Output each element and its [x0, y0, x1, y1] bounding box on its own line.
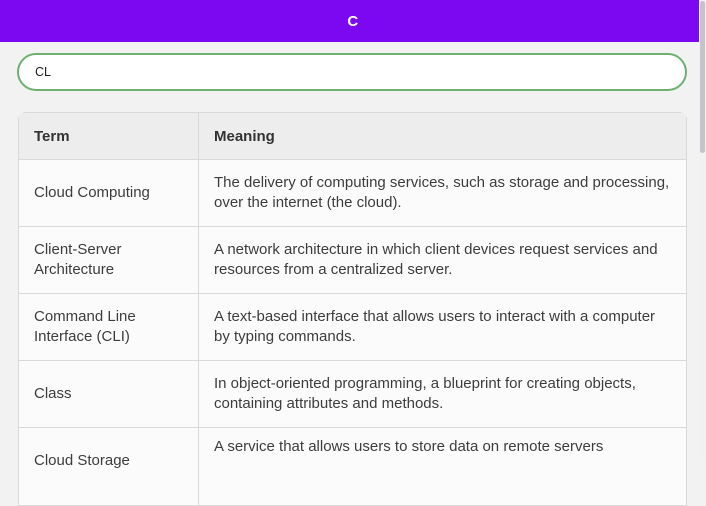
- search-bar: [17, 53, 687, 91]
- scrollbar[interactable]: [699, 0, 706, 460]
- term-cell: Cloud Storage: [18, 427, 199, 506]
- table-row: Client-Server Architecture A network arc…: [18, 226, 687, 294]
- term-cell: Class: [18, 360, 199, 428]
- search-input[interactable]: [17, 53, 687, 91]
- meaning-cell: The delivery of computing services, such…: [198, 159, 687, 227]
- table-row: Command Line Interface (CLI) A text-base…: [18, 293, 687, 361]
- glossary-table: Term Meaning Cloud Computing The deliver…: [18, 112, 687, 506]
- glossary-table-container: Term Meaning Cloud Computing The deliver…: [18, 112, 687, 506]
- meaning-cell: In object-oriented programming, a bluepr…: [198, 360, 687, 428]
- column-header-meaning: Meaning: [198, 112, 687, 160]
- meaning-cell: A service that allows users to store dat…: [198, 427, 687, 506]
- term-cell: Client-Server Architecture: [18, 226, 199, 294]
- term-cell: Command Line Interface (CLI): [18, 293, 199, 361]
- page-title: C: [347, 12, 359, 30]
- app-header: C: [0, 0, 706, 42]
- term-cell: Cloud Computing: [18, 159, 199, 227]
- meaning-cell: A network architecture in which client d…: [198, 226, 687, 294]
- table-row: Cloud Computing The delivery of computin…: [18, 159, 687, 227]
- table-row: Cloud Storage A service that allows user…: [18, 427, 687, 506]
- table-row: Class In object-oriented programming, a …: [18, 360, 687, 428]
- table-header-row: Term Meaning: [18, 112, 687, 160]
- column-header-term: Term: [18, 112, 199, 160]
- scrollbar-thumb[interactable]: [700, 1, 705, 153]
- meaning-cell: A text-based interface that allows users…: [198, 293, 687, 361]
